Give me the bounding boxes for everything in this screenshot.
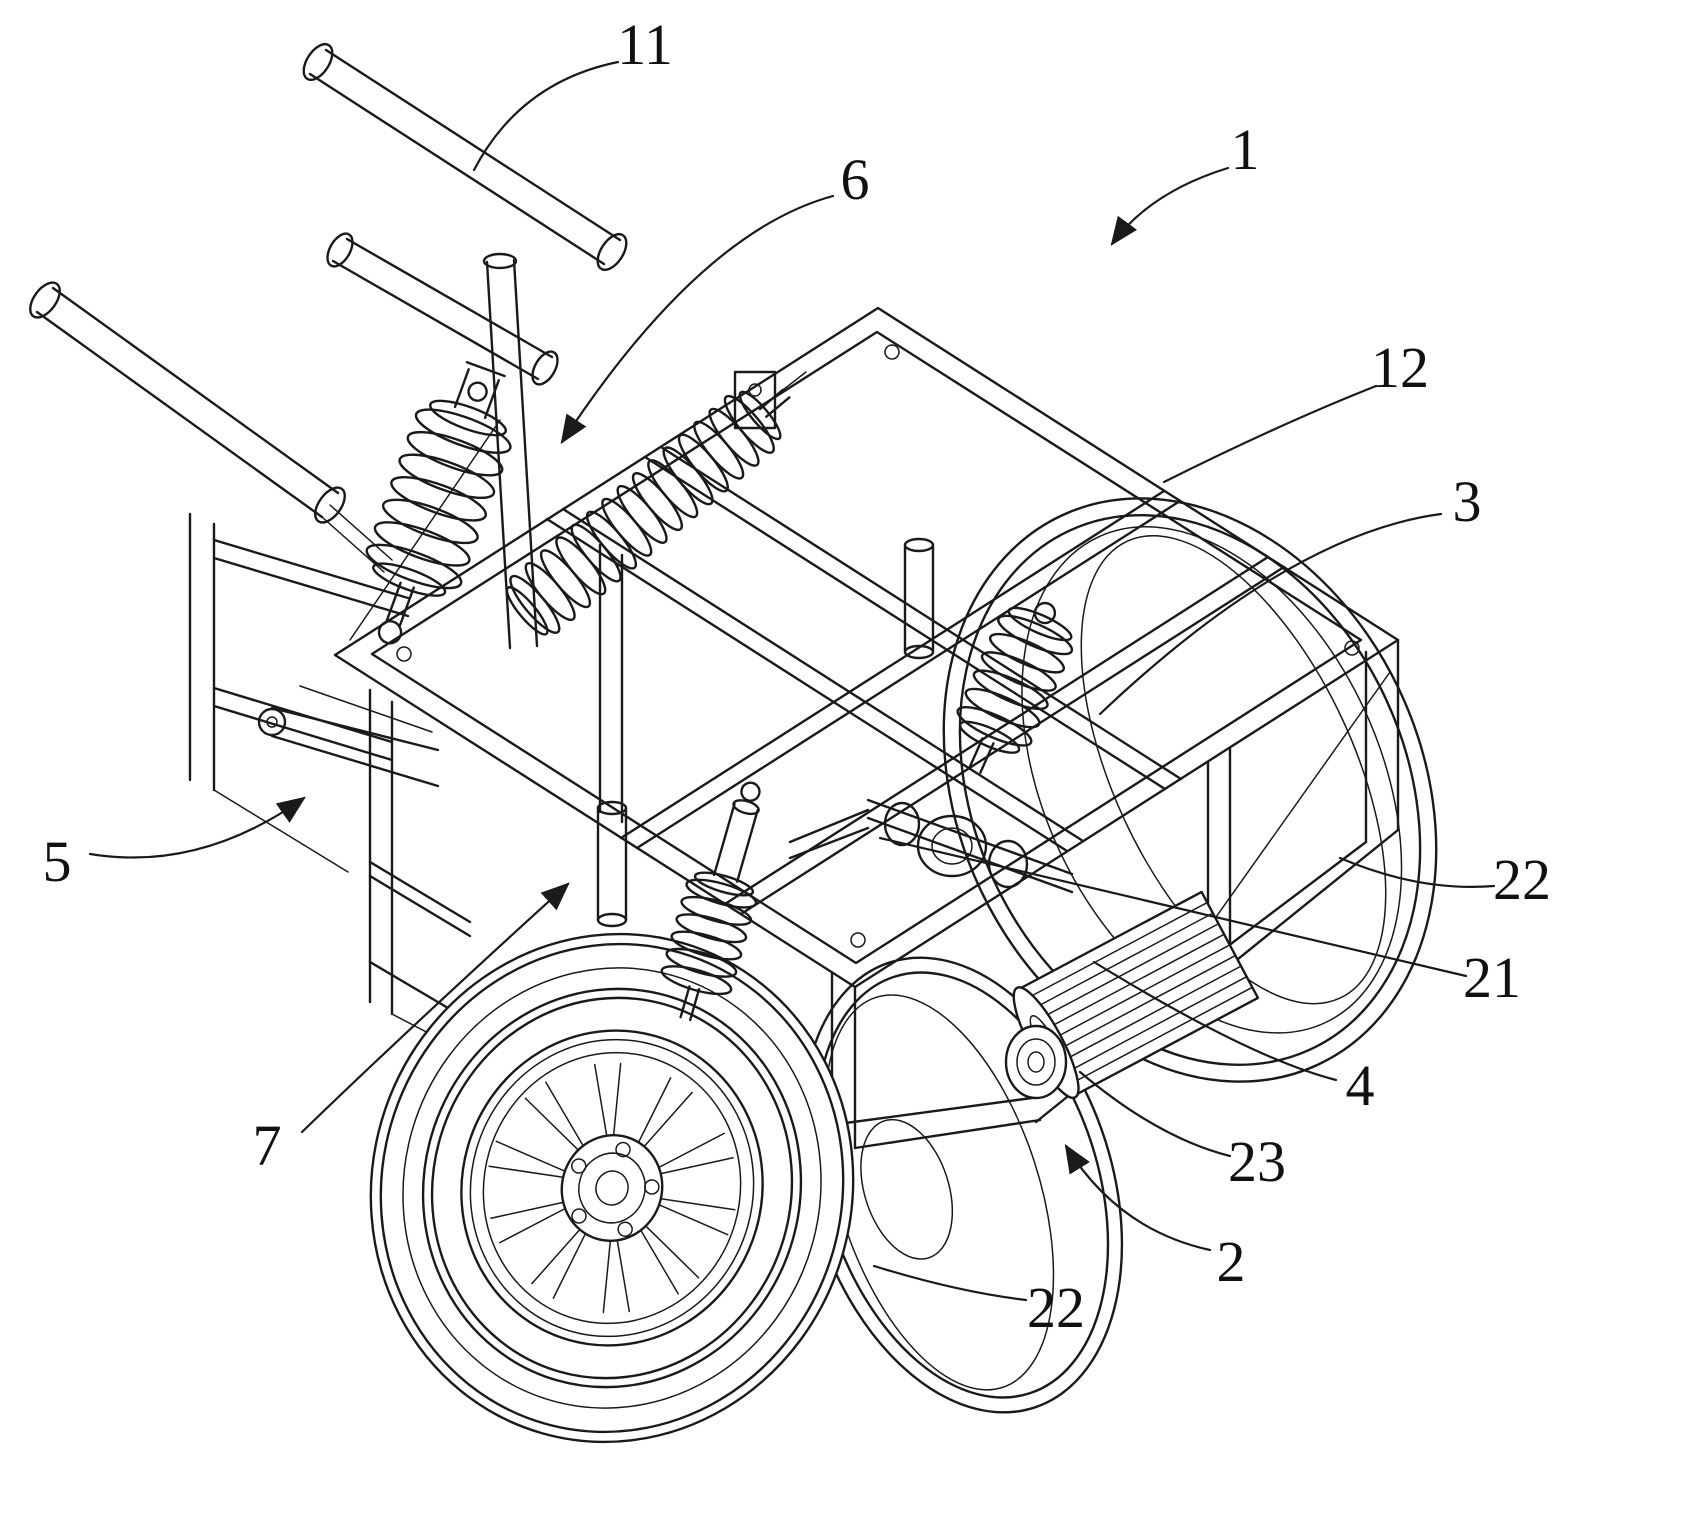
ref-label-7: 7 (252, 1113, 282, 1178)
ref-label-22-right: 22 (1493, 847, 1551, 912)
leader-6 (560, 194, 835, 444)
mid-shock-absorber (660, 781, 761, 1022)
leader-22-right (1338, 856, 1496, 888)
frame-front-posts (830, 971, 1042, 1150)
handlebar (29, 42, 628, 573)
leader-1 (1110, 166, 1230, 246)
ref-label-22-front: 22 (1027, 1275, 1085, 1340)
ref-label-11: 11 (617, 12, 673, 77)
leader-4 (1092, 960, 1338, 1082)
leader-lines (88, 60, 1496, 1302)
motor-pulley (1004, 1024, 1068, 1100)
ref-label-6: 6 (840, 147, 870, 212)
ref-label-5: 5 (42, 829, 72, 894)
wheel-right (942, 497, 1438, 1083)
damper-cylinder-b (596, 800, 628, 928)
ref-label-21: 21 (1463, 945, 1521, 1010)
swing-arm (257, 685, 440, 788)
axle-assembly (788, 798, 1074, 894)
ref-label-4: 4 (1345, 1053, 1375, 1118)
interior-posts (598, 543, 624, 824)
ref-label-12: 12 (1371, 335, 1429, 400)
left-extension-frame (188, 512, 410, 873)
right-shock-absorber (956, 601, 1074, 774)
leader-7 (300, 882, 570, 1134)
steering-spring (505, 388, 791, 636)
leader-22-front (872, 1264, 1028, 1302)
leader-21 (878, 836, 1468, 978)
ref-label-2: 2 (1216, 1229, 1246, 1294)
leader-5 (88, 796, 306, 859)
ref-label-3: 3 (1452, 469, 1482, 534)
main-shock-absorber (365, 361, 512, 645)
steering-column (349, 252, 539, 650)
leader-12 (1162, 384, 1378, 484)
ref-label-1: 1 (1230, 117, 1260, 182)
leader-23 (1078, 1070, 1232, 1158)
leader-11 (472, 60, 620, 172)
ref-label-23: 23 (1228, 1129, 1286, 1194)
leader-3 (1098, 512, 1443, 716)
steering-spring-bracket (733, 370, 807, 430)
leader-2 (1064, 1143, 1212, 1252)
damper-cylinder-a (903, 537, 935, 660)
wheel-left-spoked (369, 932, 855, 1444)
